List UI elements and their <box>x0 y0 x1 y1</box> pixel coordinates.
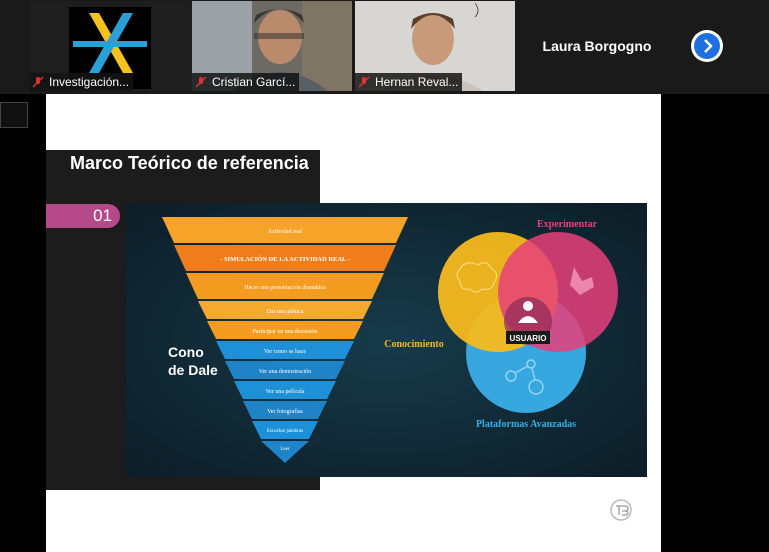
muted-mic-icon <box>195 76 207 88</box>
cone-level-11 <box>261 441 309 463</box>
next-participants-button[interactable] <box>691 30 723 62</box>
cone-level-label: Dar una plática <box>267 309 304 315</box>
cone-level-5 <box>207 321 363 339</box>
cone-level-1 <box>162 217 408 243</box>
cone-label-line2: de Dale <box>168 362 218 378</box>
usuario-label-bg <box>506 331 550 344</box>
cone-level-label: Escuchar palabras <box>267 429 303 434</box>
cone-level-label: Leer <box>280 447 289 452</box>
cone-of-dale-graphic: Actividad real - SIMULACIÓN DE LA ACTIVI… <box>126 203 647 477</box>
participant-name: Cristian Garcí... <box>192 73 300 91</box>
cone-level-10 <box>252 421 318 439</box>
participant-name: Hernan Reval... <box>355 73 463 91</box>
cone-level-8 <box>234 381 336 399</box>
venn-label-plataformas: Plataformas Avanzadas <box>476 419 576 430</box>
cone-level-2 <box>174 245 396 271</box>
presentation-logo <box>610 499 632 521</box>
cone-level-6 <box>216 341 354 359</box>
slide-title: Marco Teórico de referencia <box>70 153 309 173</box>
cone-level-4 <box>198 301 372 319</box>
hand-pointer-icon <box>570 267 594 295</box>
participant-strip: Investigación... Cristian Garcí... Herna… <box>0 0 769 94</box>
venn-label-conocimiento: Conocimiento <box>384 339 443 350</box>
brain-icon <box>456 262 498 293</box>
usuario-label: USUARIO <box>510 334 547 343</box>
participant-tile-investigacion[interactable]: Investigación... <box>29 1 191 91</box>
participant-tile-cristian[interactable]: Cristian Garcí... <box>192 1 352 91</box>
cone-label-line1: Cono <box>168 344 204 360</box>
participant-name: Investigación... <box>29 73 134 91</box>
cone-level-label: Ver una película <box>266 389 305 395</box>
muted-mic-icon <box>358 76 370 88</box>
cone-level-label: Actividad real <box>268 229 302 235</box>
venn-label-experimentar: Experimentar <box>537 219 598 230</box>
cone-level-7 <box>225 361 345 379</box>
cone-level-3 <box>186 273 384 299</box>
user-icon-body <box>518 316 538 323</box>
network-icon <box>505 359 544 395</box>
cone-level-label: Hacer una presentación dramática <box>244 285 326 291</box>
chevron-right-icon <box>694 33 720 59</box>
slide-number: 01 <box>46 204 120 228</box>
cone-level-9 <box>243 401 327 419</box>
cone-level-label: Participar en una discusión <box>253 329 318 335</box>
cone-level-label: Ver fotografías <box>267 408 303 415</box>
user-icon-head <box>523 301 533 311</box>
participant-tile-hernan[interactable]: Hernan Reval... <box>355 1 515 91</box>
cone-level-label: Ver como se hace <box>264 349 306 355</box>
muted-mic-icon <box>32 76 44 88</box>
cone-level-label: Ver una demostración <box>259 369 311 375</box>
participant-tile-laura[interactable]: Laura Borgogno <box>517 1 677 91</box>
side-panel-toggle[interactable] <box>0 102 28 128</box>
cone-level-label: - SIMULACIÓN DE LA ACTIVIDAD REAL - <box>220 255 350 263</box>
